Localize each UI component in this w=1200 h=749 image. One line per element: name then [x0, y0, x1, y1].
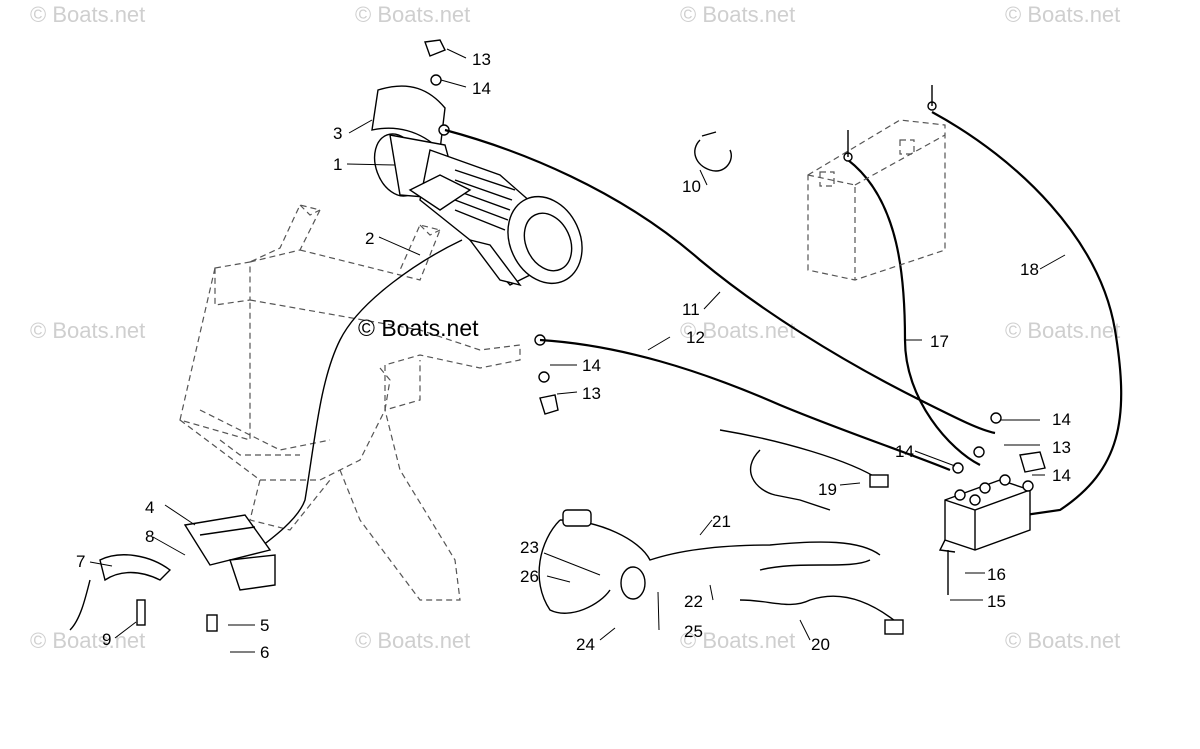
callout-label: 16 [987, 565, 1006, 584]
callout-label: 2 [365, 229, 374, 248]
callout-label: 21 [712, 512, 731, 531]
callout-label: 4 [145, 498, 154, 517]
cable-12 [539, 338, 951, 472]
switch-23 [562, 509, 592, 527]
callout-label: 24 [576, 635, 595, 654]
watermark: © Boats.net [355, 628, 470, 653]
callout-label: 15 [987, 592, 1006, 611]
callout-label: 12 [686, 328, 705, 347]
callout-label: 6 [260, 643, 269, 662]
harness-21 [559, 519, 881, 561]
watermark-grid: © Boats.net © Boats.net © Boats.net © Bo… [30, 2, 1120, 653]
handlebar-control [69, 514, 276, 632]
callout-label: 17 [930, 332, 949, 351]
callout-label: 14 [1052, 466, 1071, 485]
callout-label: 7 [76, 552, 85, 571]
callout-label: 23 [520, 538, 539, 557]
callout-label: 14 [895, 442, 914, 461]
callout-label: 14 [472, 79, 491, 98]
watermark: © Boats.net [1005, 318, 1120, 343]
callout-label: 8 [145, 527, 154, 546]
watermark: © Boats.net [680, 318, 795, 343]
callout-label: 5 [260, 616, 269, 635]
callout-label: 26 [520, 567, 539, 586]
callout-label: 3 [333, 124, 342, 143]
cable-18 [931, 111, 1123, 517]
callout-label: 14 [582, 356, 601, 375]
callout-label: 25 [684, 622, 703, 641]
connector-19 [869, 474, 889, 488]
callout-label: 19 [818, 480, 837, 499]
callout-label: 13 [1052, 438, 1071, 457]
callout-label: 9 [102, 630, 111, 649]
watermark: © Boats.net [30, 318, 145, 343]
watermark: © Boats.net [355, 2, 470, 27]
watermark: © Boats.net [680, 2, 795, 27]
callout-label: 10 [682, 177, 701, 196]
callout-label: 1 [333, 155, 342, 174]
callout-labels: 1 2 3 4 5 6 7 8 9 10 11 12 13 13 13 14 1… [76, 50, 1071, 662]
harness-20 [739, 559, 901, 626]
cable-11 [444, 128, 996, 435]
battery [807, 85, 946, 281]
connector-20 [884, 619, 904, 635]
watermark: © Boats.net [30, 2, 145, 27]
winch-assembly [371, 85, 583, 346]
watermark: © Boats.net [1005, 628, 1120, 653]
callout-label: 11 [682, 300, 700, 319]
watermark-center: © Boats.net [358, 315, 479, 341]
callout-label: 18 [1020, 260, 1039, 279]
watermark: © Boats.net [680, 628, 795, 653]
solenoid [938, 474, 1031, 595]
leader-lines [89, 48, 1066, 653]
callout-label: 22 [684, 592, 703, 611]
callout-label: 13 [582, 384, 601, 403]
clamp [694, 131, 732, 172]
watermark: © Boats.net [1005, 2, 1120, 27]
callout-label: 20 [811, 635, 830, 654]
cable-17 [847, 159, 981, 466]
switch-housing [620, 566, 646, 600]
watermark: © Boats.net [30, 628, 145, 653]
callout-label: 13 [472, 50, 491, 69]
harness-19 [719, 429, 881, 511]
winch-rope [249, 239, 463, 556]
callout-label: 14 [1052, 410, 1071, 429]
harness-26 [538, 519, 611, 614]
terminal-boots [424, 39, 1046, 492]
